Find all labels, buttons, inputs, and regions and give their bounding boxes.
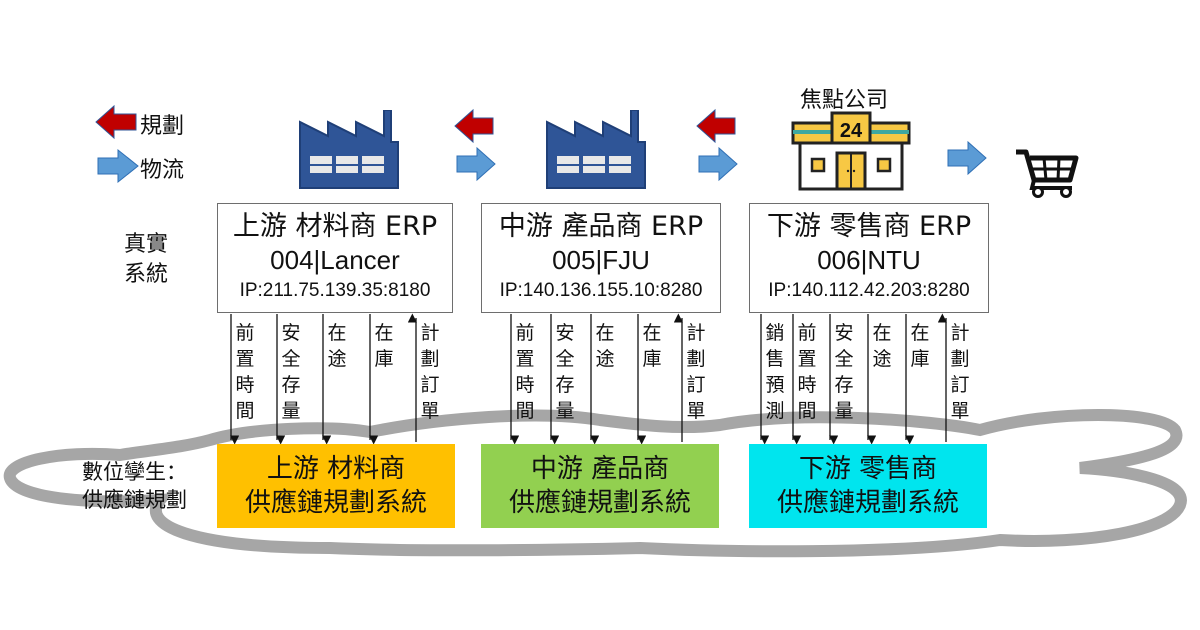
digital-twin-label-line1: 數位孿生： [82, 460, 187, 484]
system-line1: 中游 產品商 [530, 454, 670, 484]
erp-box-upstream: 上游 材料商 ERP 004|Lancer IP:211.75.139.35:8… [217, 203, 453, 313]
erp-ip: IP:140.136.155.10:8280 [499, 280, 703, 301]
factory-icon [546, 110, 646, 189]
legend-logistics-label: 物流 [140, 158, 185, 183]
erp-title: 中游 產品商 ERP [498, 211, 704, 242]
flow-label: 計劃訂單 [686, 322, 706, 422]
erp-ip: IP:211.75.139.35:8180 [239, 280, 431, 301]
focus-company-label: 焦點公司 [800, 88, 889, 113]
erp-box-downstream: 下游 零售商 ERP 006|NTU IP:140.112.42.203:828… [749, 203, 989, 313]
erp-id: 005|FJU [552, 245, 650, 275]
erp-id: 004|Lancer [270, 245, 400, 275]
flow-label: 在庫 [910, 322, 930, 370]
flow-label: 前置時間 [797, 322, 817, 422]
flow-label: 在途 [872, 322, 892, 370]
flow-label: 銷售預測 [765, 322, 785, 422]
flow-label: 前置時間 [235, 322, 255, 422]
system-line1: 上游 材料商 [266, 454, 406, 484]
logistics-arrow-icon [947, 140, 987, 176]
planning-arrow-icon [95, 104, 137, 140]
system-line1: 下游 零售商 [798, 454, 938, 484]
flow-label: 在途 [595, 322, 615, 370]
system-line2: 供應鏈規劃系統 [776, 488, 959, 518]
erp-title: 下游 零售商 ERP [766, 211, 972, 242]
factory-icon [299, 110, 399, 189]
logistics-arrow-icon [97, 148, 139, 184]
flow-label: 計劃訂單 [950, 322, 970, 422]
planning-system-midstream: 中游 產品商 供應鏈規劃系統 [481, 444, 719, 528]
logistics-arrow-icon [456, 146, 496, 182]
planning-arrow-icon [454, 108, 494, 144]
flow-label: 在庫 [374, 322, 394, 370]
erp-box-midstream: 中游 產品商 ERP 005|FJU IP:140.136.155.10:828… [481, 203, 721, 313]
logistics-arrow-icon [698, 146, 738, 182]
flow-label: 安全存量 [281, 322, 301, 422]
flow-label: 計劃訂單 [420, 322, 440, 422]
erp-title: 上游 材料商 ERP [232, 211, 438, 242]
legend-planning-label: 規劃 [140, 114, 185, 139]
digital-twin-label-line2: 供應鏈規劃 [82, 488, 187, 512]
erp-ip: IP:140.112.42.203:8280 [768, 280, 970, 301]
convenience-store-icon: 24 [791, 111, 911, 191]
erp-id: 006|NTU [817, 245, 921, 275]
planning-arrow-icon [696, 108, 736, 144]
flow-label: 前置時間 [515, 322, 535, 422]
system-line2: 供應鏈規劃系統 [508, 488, 691, 518]
system-line2: 供應鏈規劃系統 [244, 488, 427, 518]
real-system-label: 真實系統 [124, 232, 169, 287]
planning-system-downstream: 下游 零售商 供應鏈規劃系統 [749, 444, 987, 528]
flow-label: 在庫 [642, 322, 662, 370]
flow-label: 在途 [327, 322, 347, 370]
flow-label: 安全存量 [834, 322, 854, 422]
store-sign-number: 24 [840, 120, 863, 142]
planning-system-upstream: 上游 材料商 供應鏈規劃系統 [217, 444, 455, 528]
shopping-cart-icon [1016, 149, 1079, 198]
flow-label: 安全存量 [555, 322, 575, 422]
